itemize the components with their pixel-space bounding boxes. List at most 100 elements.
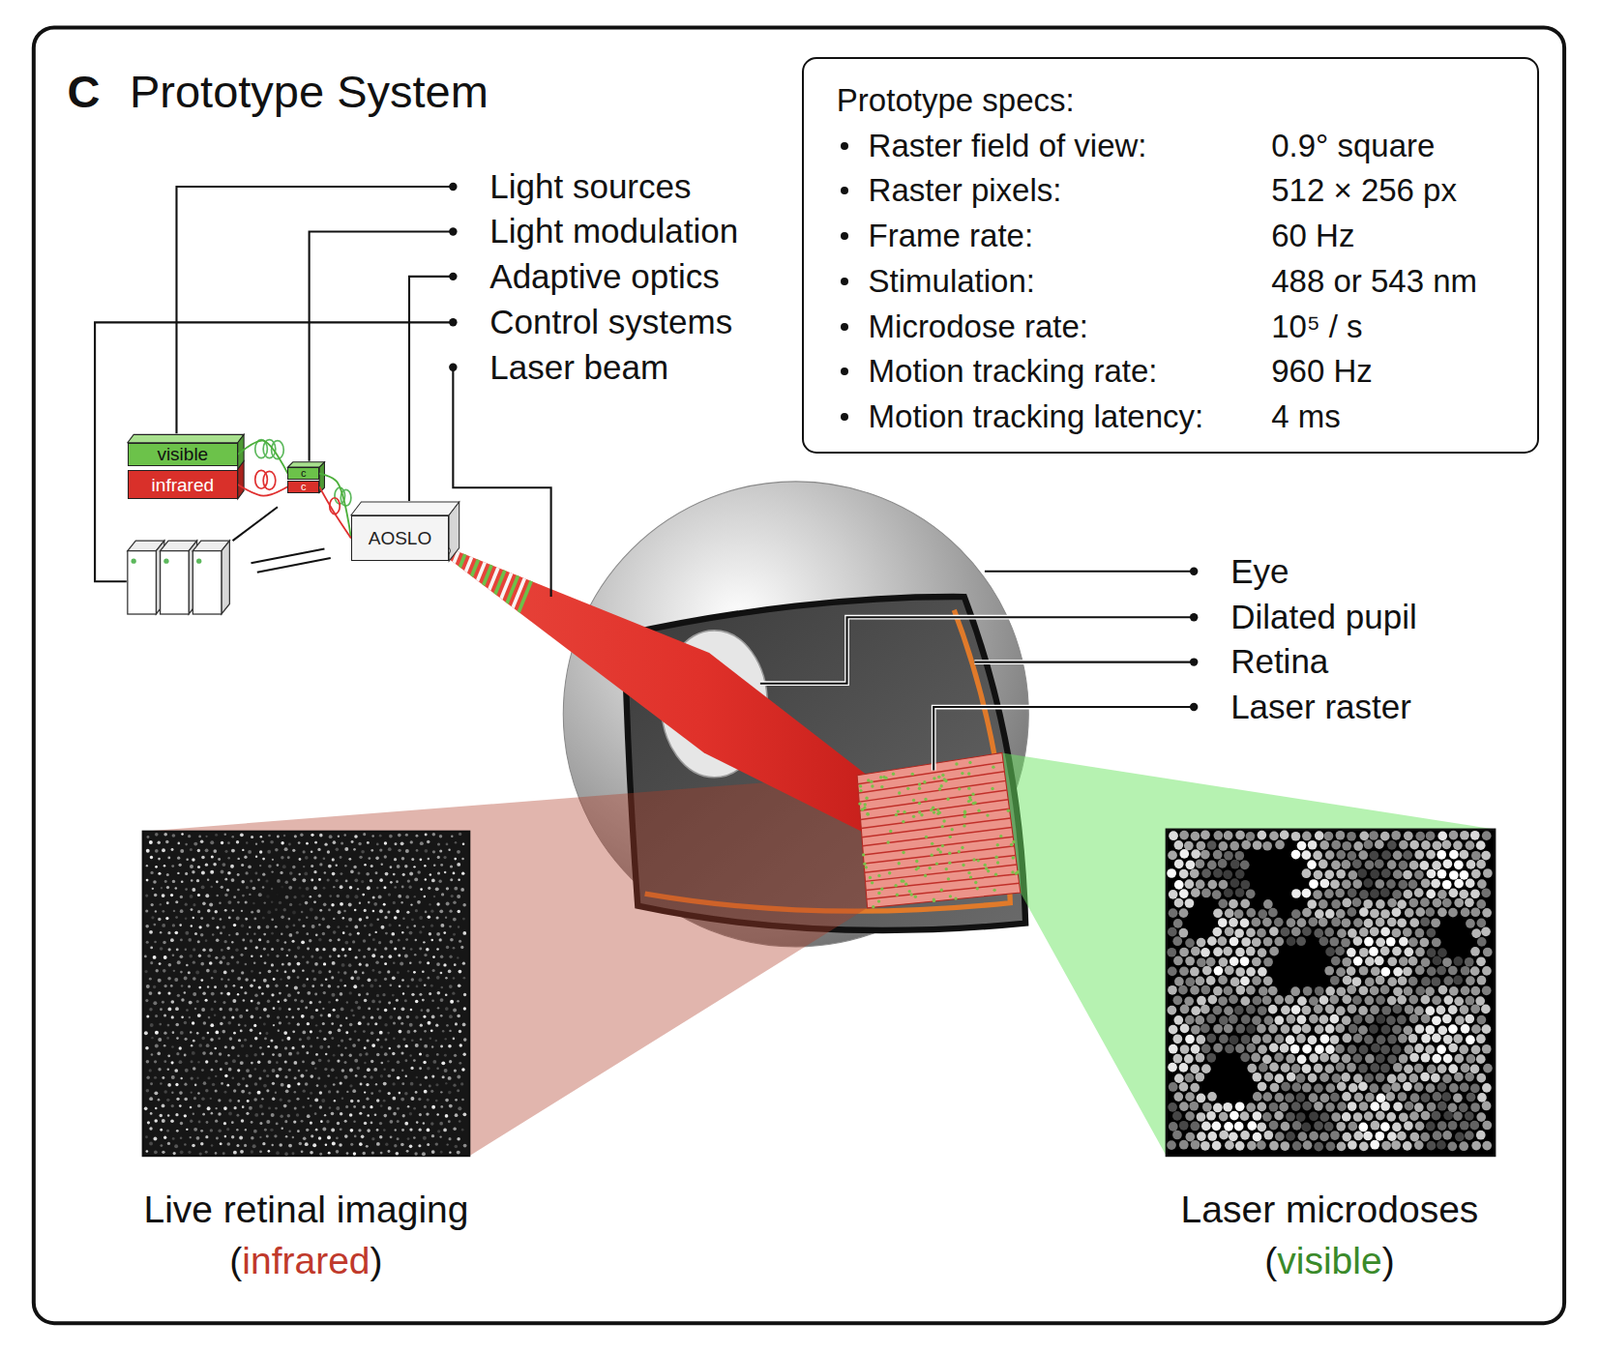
cone-mosaic bbox=[176, 1097, 179, 1101]
cone-mosaic bbox=[426, 977, 430, 980]
cone-mosaic bbox=[409, 1054, 412, 1057]
cone-mosaic bbox=[335, 999, 339, 1003]
cone-mosaic bbox=[226, 1142, 231, 1147]
cone-mosaic bbox=[227, 900, 232, 905]
cone-mosaic bbox=[338, 1143, 343, 1148]
cone-mosaic bbox=[345, 1017, 348, 1020]
laser-raster bbox=[906, 787, 910, 791]
cone-mosaic bbox=[190, 879, 194, 883]
cone-mosaic bbox=[421, 1152, 426, 1156]
cone-mosaic bbox=[296, 991, 300, 995]
cone-mosaic bbox=[276, 863, 280, 867]
cone-mosaic bbox=[230, 864, 235, 869]
cone-mosaic bbox=[284, 881, 288, 885]
cone-mosaic bbox=[152, 1137, 157, 1142]
microdose-map bbox=[1224, 909, 1235, 919]
microdose-map bbox=[1312, 889, 1323, 900]
cone-mosaic bbox=[323, 962, 326, 966]
cone-mosaic bbox=[401, 886, 405, 889]
cone-mosaic bbox=[224, 1091, 228, 1095]
cone-mosaic bbox=[239, 832, 244, 837]
cone-mosaic bbox=[448, 1060, 452, 1064]
cone-mosaic bbox=[343, 910, 347, 914]
cone-mosaic bbox=[405, 1059, 409, 1063]
cone-mosaic bbox=[335, 1136, 339, 1140]
cone-mosaic bbox=[326, 924, 331, 929]
cone-mosaic bbox=[299, 1074, 304, 1079]
cone-mosaic bbox=[367, 857, 371, 860]
microdose-map bbox=[1374, 879, 1385, 889]
cone-mosaic bbox=[304, 1069, 308, 1073]
cone-mosaic bbox=[179, 849, 184, 854]
cone-mosaic bbox=[179, 971, 183, 975]
cone-mosaic bbox=[374, 1022, 378, 1026]
cone-mosaic bbox=[172, 880, 176, 884]
cone-mosaic bbox=[424, 849, 429, 854]
cone-mosaic bbox=[248, 926, 252, 930]
cone-mosaic bbox=[288, 886, 293, 890]
cone-mosaic bbox=[294, 834, 297, 838]
laser-raster bbox=[857, 752, 1021, 909]
cone-mosaic bbox=[401, 1082, 405, 1086]
cone-mosaic bbox=[354, 1059, 358, 1064]
beam-stripes bbox=[453, 507, 500, 622]
microdose-map bbox=[1252, 840, 1263, 851]
cone-mosaic bbox=[400, 1143, 405, 1148]
cone-mosaic bbox=[418, 1066, 422, 1070]
cone-mosaic bbox=[167, 1007, 172, 1011]
cone-mosaic bbox=[145, 894, 149, 898]
cone-mosaic bbox=[209, 1037, 214, 1042]
cone-mosaic bbox=[376, 1142, 381, 1147]
laser-raster bbox=[937, 775, 941, 779]
cone-mosaic bbox=[300, 894, 304, 898]
cone-mosaic bbox=[369, 923, 374, 928]
cone-mosaic bbox=[187, 1151, 191, 1155]
laser-raster bbox=[1007, 809, 1010, 813]
cone-mosaic bbox=[324, 871, 326, 874]
cone-mosaic bbox=[203, 1081, 208, 1086]
cone-mosaic bbox=[413, 1136, 416, 1140]
cone-mosaic bbox=[363, 1062, 366, 1065]
cone-mosaic bbox=[398, 924, 402, 928]
cone-mosaic bbox=[269, 840, 274, 845]
microdose-map bbox=[1174, 880, 1185, 890]
laser-raster bbox=[963, 815, 967, 819]
cone-mosaic bbox=[273, 1134, 277, 1138]
cone-mosaic bbox=[310, 864, 314, 868]
cone-mosaic bbox=[245, 1112, 249, 1116]
cone-mosaic bbox=[419, 1037, 423, 1041]
cone-mosaic bbox=[154, 865, 158, 869]
cone-mosaic bbox=[201, 1096, 206, 1101]
cone-mosaic bbox=[437, 1129, 441, 1133]
cone-mosaic bbox=[240, 1090, 245, 1095]
cone-mosaic bbox=[168, 948, 172, 951]
cone-mosaic bbox=[278, 1143, 283, 1148]
microdose-map bbox=[1362, 878, 1373, 889]
cone-mosaic bbox=[458, 1120, 462, 1124]
cone-mosaic bbox=[424, 833, 428, 837]
cone-mosaic bbox=[153, 1150, 158, 1155]
cone-mosaic bbox=[196, 1136, 201, 1141]
laser-raster bbox=[858, 771, 1005, 794]
cone-mosaic bbox=[198, 1121, 202, 1125]
cone-mosaic bbox=[149, 1112, 153, 1116]
cone-mosaic bbox=[448, 1151, 451, 1154]
cone-mosaic bbox=[263, 1023, 267, 1027]
cone-mosaic bbox=[426, 1066, 431, 1071]
cone-mosaic bbox=[236, 917, 240, 921]
laser-raster bbox=[983, 863, 987, 867]
cone-mosaic bbox=[331, 858, 335, 861]
cone-mosaic bbox=[302, 865, 305, 868]
cone-mosaic bbox=[365, 1145, 369, 1149]
microdose-map bbox=[1190, 888, 1201, 898]
cone-mosaic bbox=[296, 931, 299, 935]
cone-mosaic bbox=[288, 1007, 292, 1011]
cone-mosaic bbox=[300, 1000, 304, 1004]
cone-mosaic bbox=[250, 1121, 254, 1125]
cone-mosaic bbox=[144, 955, 148, 959]
cone-mosaic bbox=[456, 1137, 461, 1142]
laser-raster bbox=[986, 869, 990, 873]
cone-mosaic bbox=[207, 954, 211, 959]
cone-mosaic bbox=[196, 1077, 199, 1080]
cone-mosaic bbox=[298, 858, 302, 861]
